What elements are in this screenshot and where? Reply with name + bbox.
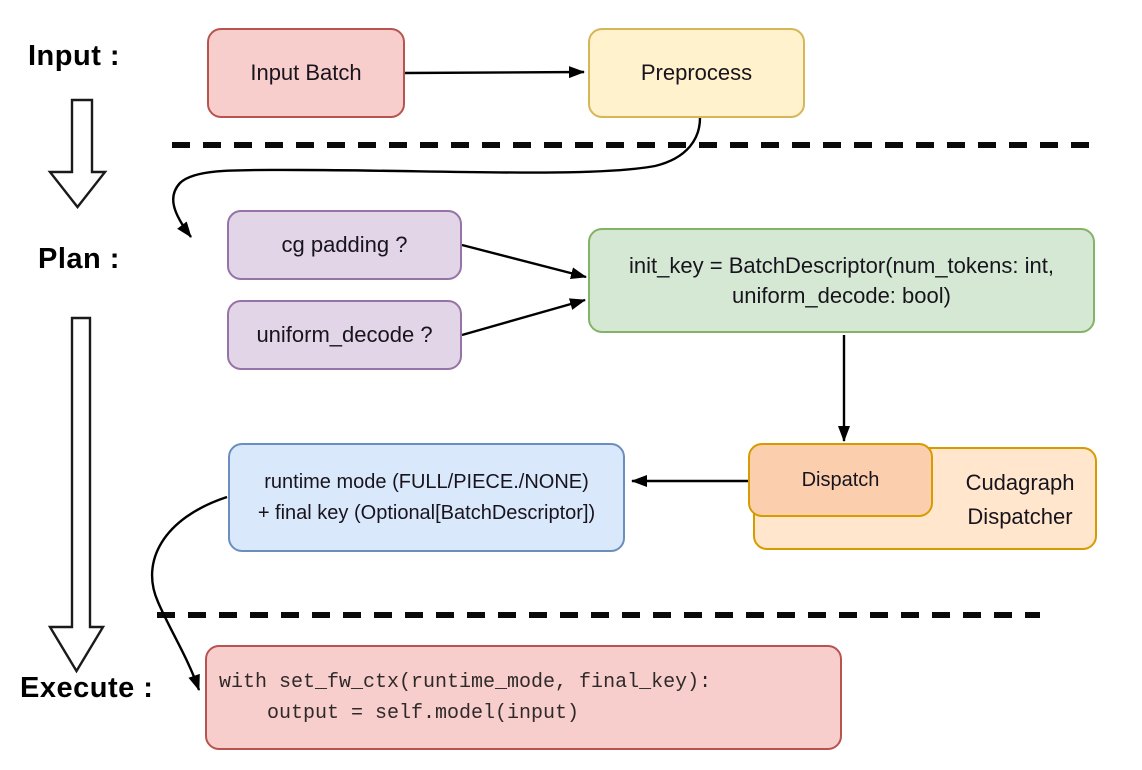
dispatch-label: Dispatch [801,469,880,491]
input-to-plan-arrow-shape [47,98,108,209]
uniform-decode-node: uniform_decode ? [227,300,462,370]
execute-code-node: with set_fw_ctx(runtime_mode, final_key)… [205,645,842,750]
init-key-line2: uniform_decode: bool) [732,282,951,308]
section-label-execute: Execute : [20,672,154,704]
arrow-cg-padding-to-init-key [461,243,587,280]
dispatch-node: Dispatch [748,443,933,517]
cudagraph-dispatcher-line2: Dispatcher [967,504,1073,529]
arrow-input-batch-to-preprocess [404,66,585,79]
arrow-preprocess-to-cg-padding [172,117,702,238]
cg-padding-node: cg padding ? [227,210,462,280]
uniform-decode-label: uniform_decode ? [256,322,433,347]
init-key-node: init_key = BatchDescriptor(num_tokens: i… [588,228,1095,333]
plan-to-execute-arrow-shape [47,316,106,674]
runtime-mode-line2: + final key (Optional[BatchDescriptor]) [257,501,596,524]
runtime-mode-node: runtime mode (FULL/PIECE./NONE) + final … [228,443,625,552]
cudagraph-dispatcher-line1: Cudagraph [965,470,1075,495]
preprocess-label: Preprocess [640,60,753,85]
cudagraph-dispatcher-label: Cudagraph Dispatcher [945,466,1095,534]
input-batch-label: Input Batch [250,60,362,85]
section-label-input: Input : [28,40,121,72]
execute-code-line2: output = self.model(input) [219,701,580,725]
preprocess-node: Preprocess [588,28,805,118]
arrow-runtime-mode-to-execute-code [150,495,228,691]
input-batch-node: Input Batch [207,28,405,118]
section-label-plan: Plan : [38,243,120,275]
execute-code-line1: with set_fw_ctx(runtime_mode, final_key)… [219,670,712,694]
init-key-line1: init_key = BatchDescriptor(num_tokens: i… [629,252,1054,278]
arrow-uniform-decode-to-init-key [461,298,586,337]
runtime-mode-line1: runtime mode (FULL/PIECE./NONE) [264,470,589,493]
cg-padding-label: cg padding ? [281,232,408,257]
